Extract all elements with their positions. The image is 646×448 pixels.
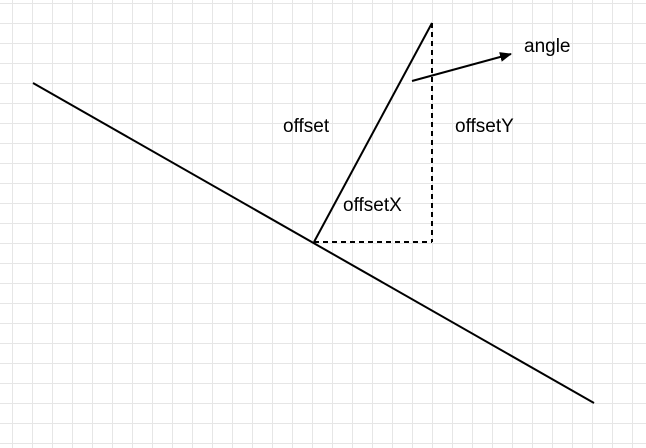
offset-label: offset [283,116,330,137]
angle-arrow [411,52,512,82]
baseline-line [32,82,595,404]
offsetX-label: offsetX [343,195,402,216]
offset-line [313,22,433,243]
offsetY-label: offsetY [455,116,514,137]
angle-label: angle [524,36,571,57]
